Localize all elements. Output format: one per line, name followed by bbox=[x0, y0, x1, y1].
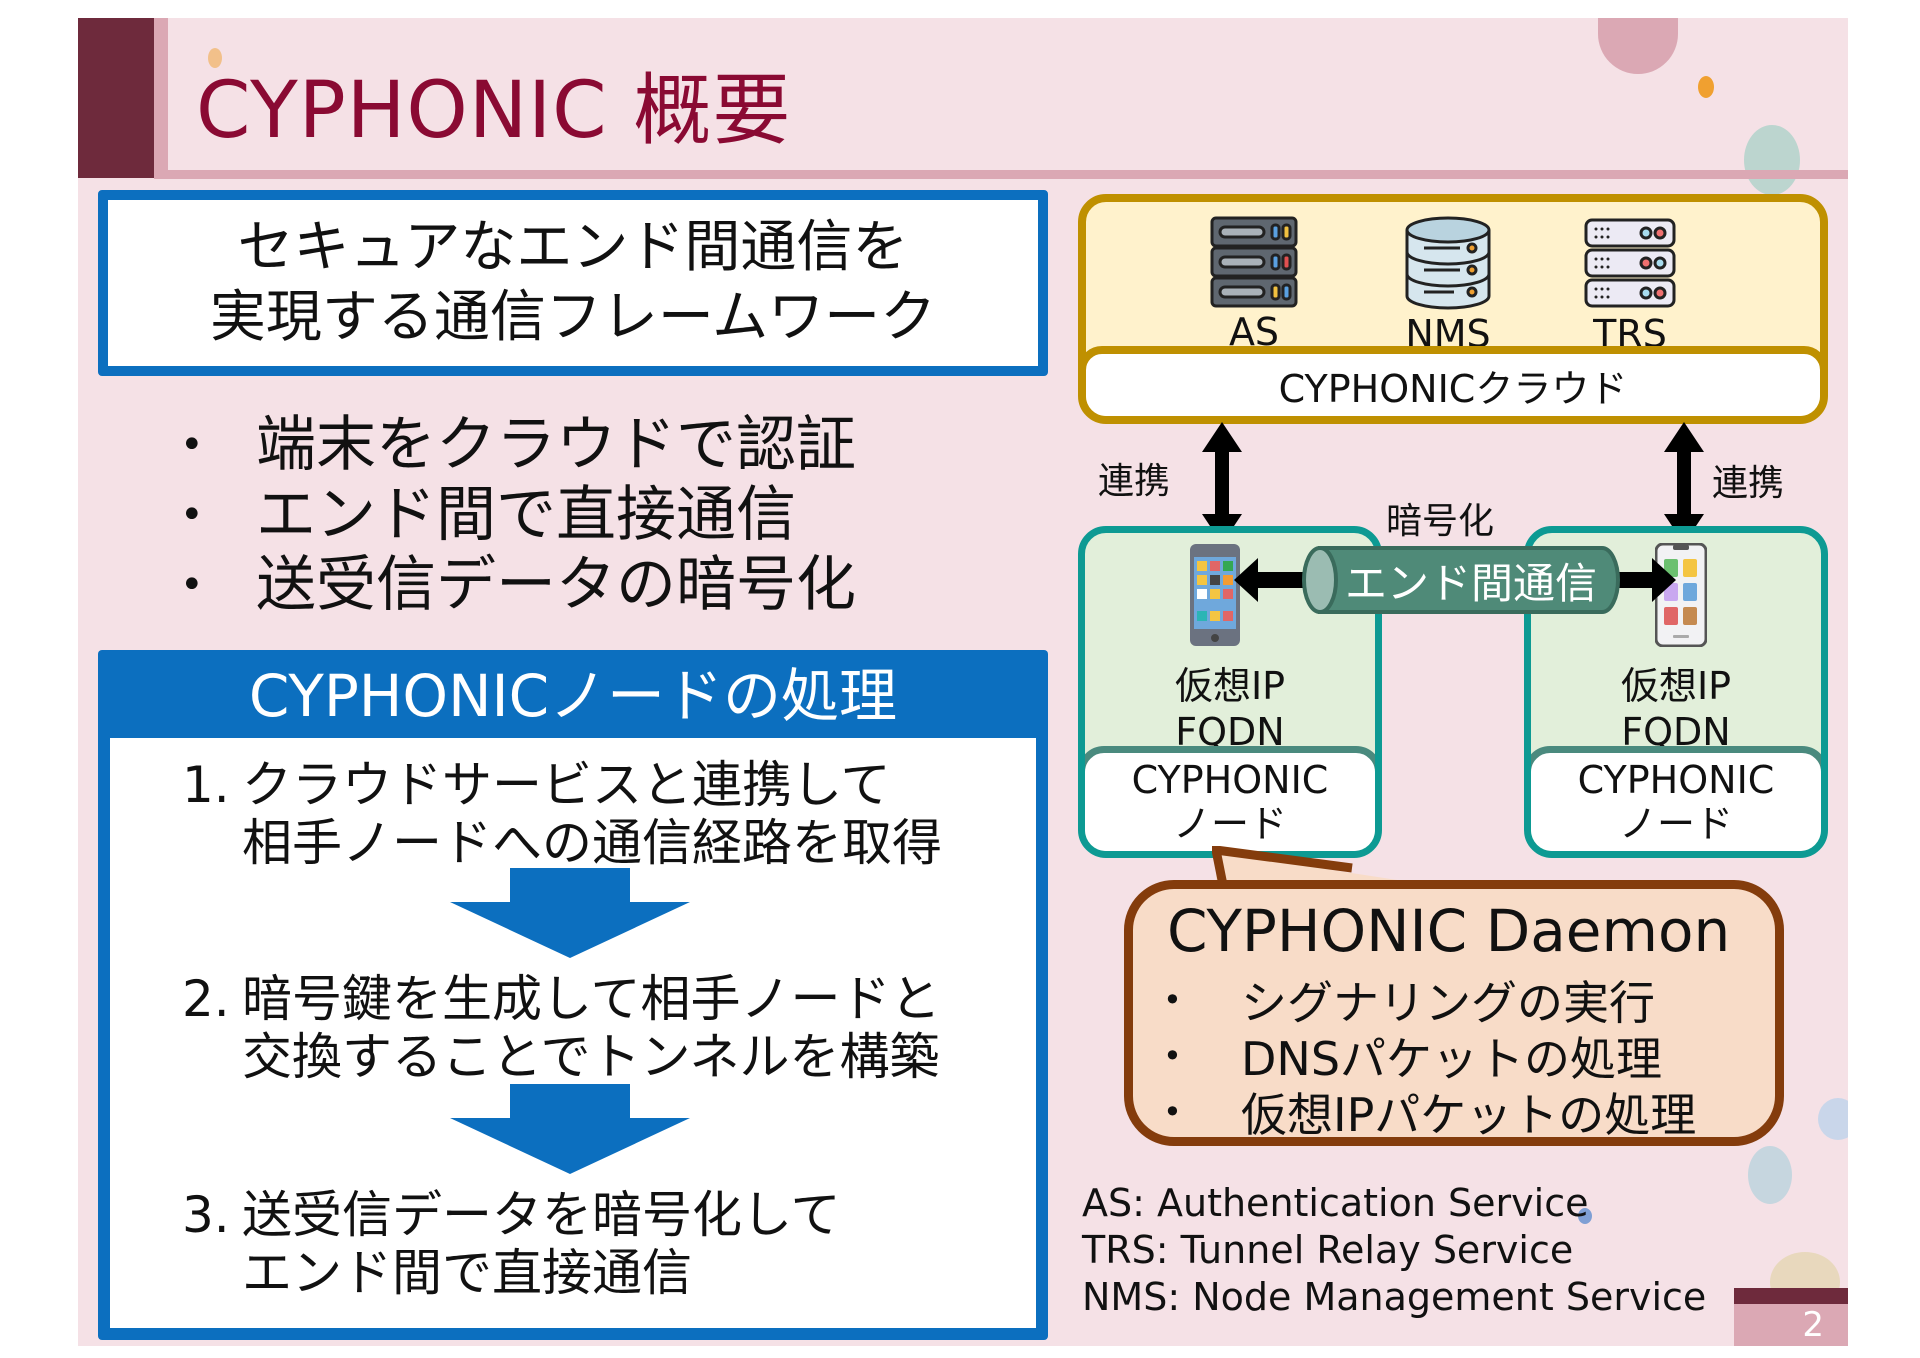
page-number-accent bbox=[1734, 1288, 1848, 1304]
daemon-title: CYPHONIC Daemon bbox=[1167, 897, 1731, 965]
slide: CYPHONIC 概要 セキュアなエンド間通信を 実現する通信フレームワーク •… bbox=[78, 18, 1848, 1346]
legend-item: TRS: Tunnel Relay Service bbox=[1082, 1228, 1574, 1272]
title-accent-bar bbox=[78, 18, 154, 178]
tunnel-pipe-icon bbox=[1302, 546, 1620, 614]
decoration-circle bbox=[1598, 18, 1678, 74]
process-step: 3.送受信データを暗号化して エンド間で直接通信 bbox=[182, 1186, 841, 1302]
daemon-item-text: 仮想IPパケットの処理 bbox=[1241, 1088, 1697, 1142]
daemon-callout: CYPHONIC Daemon • シグナリングの実行 • DNSパケットの処理… bbox=[1124, 880, 1784, 1146]
feature-list: • 端末をクラウドで認証 • エンド間で直接通信 • 送受信データの暗号化 bbox=[180, 410, 856, 620]
page-number: 2 bbox=[1734, 1304, 1848, 1346]
node-info: 仮想IP FQDN bbox=[1531, 663, 1821, 755]
arrow-right-icon bbox=[1606, 558, 1676, 602]
arrow-left-icon bbox=[1234, 558, 1304, 602]
step-number: 3. bbox=[182, 1186, 230, 1244]
server-rack-icon bbox=[1210, 216, 1298, 308]
step-text: エンド間で直接通信 bbox=[242, 1244, 692, 1302]
decoration-circle bbox=[1578, 1208, 1592, 1224]
feature-text: エンド間で直接通信 bbox=[256, 480, 796, 550]
cloud-label: CYPHONICクラウド bbox=[1086, 346, 1820, 416]
title-accent-bar-light bbox=[154, 18, 168, 178]
virtual-ip-label: 仮想IP bbox=[1620, 664, 1732, 708]
link-label: 連携 bbox=[1712, 463, 1785, 504]
encryption-label: 暗号化 bbox=[1386, 501, 1495, 542]
bullet-icon: • bbox=[180, 492, 204, 538]
process-step: 1.クラウドサービスと連携して 相手ノードへの通信経路を取得 bbox=[182, 756, 942, 872]
cyphonic-node-right: 仮想IP FQDN CYPHONIC ノード bbox=[1524, 526, 1828, 858]
decoration-circle bbox=[1748, 1146, 1792, 1204]
feature-text: 送受信データの暗号化 bbox=[256, 550, 856, 620]
step-number: 1. bbox=[182, 756, 230, 814]
server-rack-light-icon bbox=[1584, 218, 1676, 308]
step-number: 2. bbox=[182, 970, 230, 1028]
database-icon bbox=[1405, 216, 1491, 310]
decoration-circle bbox=[1744, 125, 1800, 195]
service-trs: TRS bbox=[1584, 216, 1676, 356]
smartphone-icon bbox=[1655, 543, 1707, 647]
daemon-item: • シグナリングの実行 bbox=[1163, 967, 1655, 1033]
bullet-icon: • bbox=[180, 562, 204, 608]
virtual-ip-label: 仮想IP bbox=[1174, 664, 1286, 708]
abbreviation-legend: AS: Authentication Service TRS: Tunnel R… bbox=[1082, 1180, 1706, 1321]
tunnel-label: エンド間通信 bbox=[1344, 558, 1597, 608]
bullet-icon: • bbox=[1163, 1037, 1182, 1075]
decoration-circle bbox=[1818, 1098, 1848, 1140]
node-process-box: CYPHONICノードの処理 1.クラウドサービスと連携して 相手ノードへの通信… bbox=[98, 650, 1048, 1340]
node-info: 仮想IP FQDN bbox=[1085, 663, 1375, 755]
smartphone-icon bbox=[1190, 544, 1240, 646]
legend-item: AS: Authentication Service bbox=[1082, 1181, 1589, 1225]
step-text: 暗号鍵を生成して相手ノードと bbox=[242, 970, 941, 1028]
decoration-circle bbox=[1698, 76, 1714, 98]
legend-item: NMS: Node Management Service bbox=[1082, 1275, 1707, 1319]
daemon-item-text: シグナリングの実行 bbox=[1241, 976, 1655, 1030]
process-body: 1.クラウドサービスと連携して 相手ノードへの通信経路を取得 2.暗号鍵を生成し… bbox=[110, 738, 1036, 1328]
process-header: CYPHONICノードの処理 bbox=[248, 662, 898, 730]
bullet-icon: • bbox=[1163, 1093, 1182, 1131]
tagline-line: 実現する通信フレームワーク bbox=[209, 285, 937, 350]
node-label: CYPHONIC ノード bbox=[1085, 746, 1375, 851]
step-text: 相手ノードへの通信経路を取得 bbox=[242, 814, 942, 872]
process-step: 2.暗号鍵を生成して相手ノードと 交換することでトンネルを構築 bbox=[182, 970, 941, 1086]
step-text: クラウドサービスと連携して bbox=[242, 756, 891, 814]
feature-item: • エンド間で直接通信 bbox=[180, 480, 856, 550]
slide-title: CYPHONIC 概要 bbox=[196, 66, 792, 156]
title-underline bbox=[154, 170, 1848, 179]
bullet-icon: • bbox=[1163, 981, 1182, 1019]
node-label-line: CYPHONIC bbox=[1577, 758, 1775, 802]
double-arrow-vertical-icon bbox=[1664, 422, 1704, 544]
tagline-box: セキュアなエンド間通信を 実現する通信フレームワーク bbox=[98, 190, 1048, 376]
step-text: 交換することでトンネルを構築 bbox=[242, 1028, 940, 1086]
node-label: CYPHONIC ノード bbox=[1531, 746, 1821, 851]
daemon-item-text: DNSパケットの処理 bbox=[1241, 1032, 1663, 1086]
tagline-line: セキュアなエンド間通信を bbox=[237, 215, 909, 280]
service-as: AS bbox=[1210, 216, 1298, 354]
feature-item: • 端末をクラウドで認証 bbox=[180, 410, 856, 480]
down-arrow-icon bbox=[450, 868, 690, 958]
daemon-item: • DNSパケットの処理 bbox=[1163, 1023, 1662, 1089]
feature-item: • 送受信データの暗号化 bbox=[180, 550, 856, 620]
bullet-icon: • bbox=[180, 422, 204, 468]
link-label: 連携 bbox=[1098, 461, 1171, 502]
down-arrow-icon bbox=[450, 1084, 690, 1174]
node-label-line: CYPHONIC bbox=[1131, 758, 1329, 802]
feature-text: 端末をクラウドで認証 bbox=[256, 410, 856, 480]
service-nms: NMS bbox=[1404, 216, 1492, 356]
cyphonic-cloud-box: AS NMS bbox=[1078, 194, 1828, 424]
node-label-line: ノード bbox=[1618, 802, 1733, 846]
step-text: 送受信データを暗号化して bbox=[242, 1186, 841, 1244]
decoration-circle bbox=[208, 48, 222, 68]
double-arrow-vertical-icon bbox=[1202, 422, 1242, 544]
daemon-item: • 仮想IPパケットの処理 bbox=[1163, 1079, 1696, 1145]
node-label-line: ノード bbox=[1172, 802, 1287, 846]
